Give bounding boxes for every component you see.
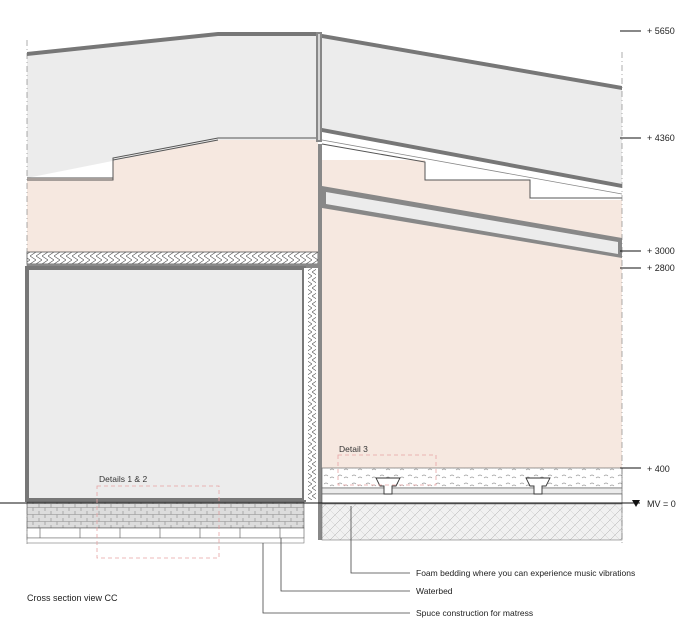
level-markers: + 5650 + 4360 + 3000 + 2800 + 400 MV = 0	[620, 26, 676, 509]
drawing-caption: Cross section view CC	[27, 593, 118, 603]
mv-triangle-icon	[632, 500, 640, 507]
speaker-left	[375, 477, 401, 495]
level-4360: + 4360	[647, 133, 675, 143]
level-5650: + 5650	[647, 26, 675, 36]
central-post	[316, 32, 322, 142]
level-mv: MV = 0	[647, 499, 676, 509]
details-1-2-label: Details 1 & 2	[99, 474, 147, 484]
detail-callouts: Details 1 & 2 Detail 3	[96, 444, 437, 559]
level-3000: + 3000	[647, 246, 675, 256]
speaker-right	[525, 477, 551, 495]
right-floor	[321, 467, 623, 541]
leader-lines	[262, 506, 410, 614]
detail-3-label: Detail 3	[339, 444, 368, 454]
upper-slab	[26, 251, 319, 268]
annotation-spruce: Spuce construction for matress	[416, 608, 533, 618]
annotation-foam: Foam bedding where you can experience mu…	[416, 568, 635, 578]
grid-lines	[26, 40, 623, 546]
level-2800: + 2800	[647, 263, 675, 273]
left-roof	[27, 32, 318, 181]
annotation-waterbed: Waterbed	[416, 586, 453, 596]
right-roof	[321, 34, 623, 258]
level-400: + 400	[647, 464, 670, 474]
left-floor	[26, 501, 305, 544]
